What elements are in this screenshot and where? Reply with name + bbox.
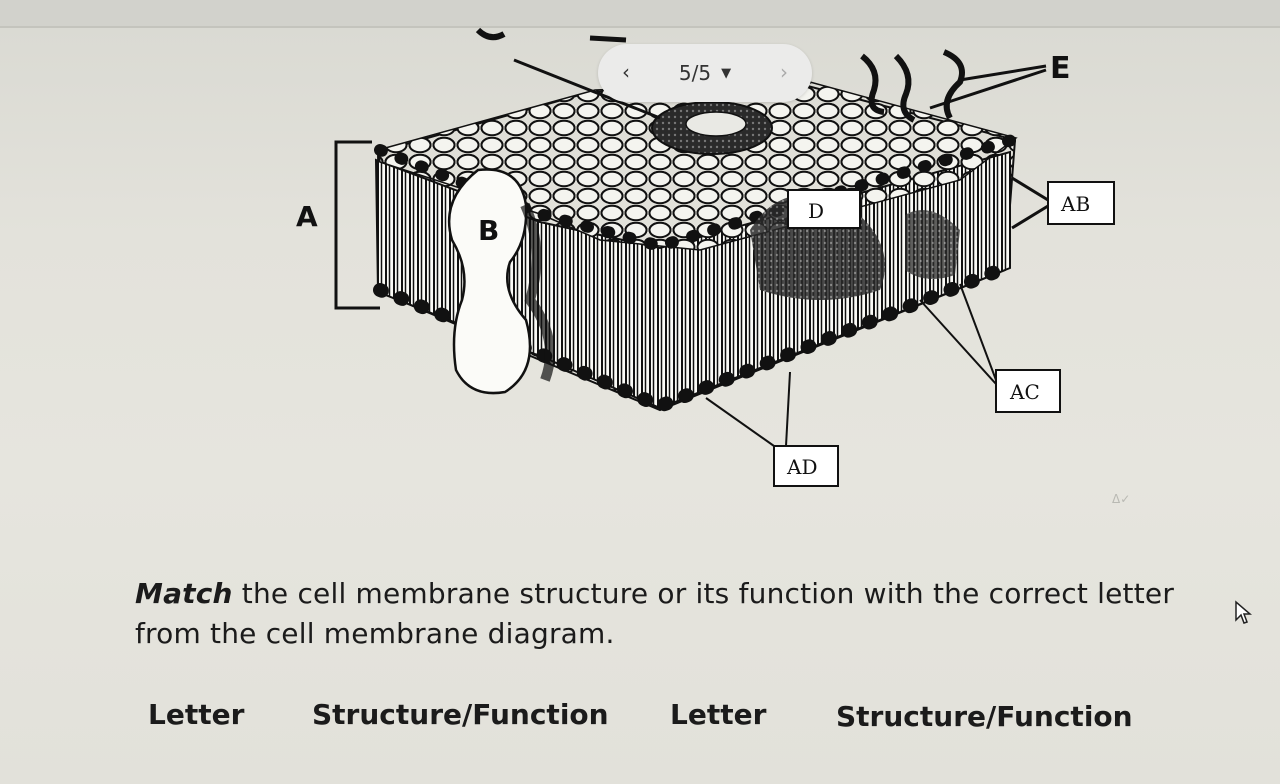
label-AB: AB: [1060, 192, 1090, 216]
chevron-left-icon[interactable]: ‹: [622, 60, 630, 84]
mouse-pointer-icon: [1235, 600, 1252, 624]
page-counter: 5/5: [678, 61, 712, 85]
label-box-AB: [1047, 181, 1115, 225]
page-selector[interactable]: 5/5 ▼: [679, 61, 731, 85]
faint-mark: Δ✓: [1112, 492, 1131, 506]
header-letter-2: Letter: [670, 698, 767, 731]
label-box-AC: [995, 369, 1061, 413]
label-box-D: [787, 189, 861, 229]
top-browser-strip: [0, 0, 1280, 28]
label-AD: AD: [786, 455, 817, 479]
label-A: A: [296, 200, 318, 233]
label-box-AD: [773, 445, 839, 487]
label-B: B: [478, 214, 499, 247]
header-structure-function-2: Structure/Function: [836, 700, 1133, 733]
question-body: the cell membrane structure or its funct…: [135, 577, 1175, 650]
header-letter-1: Letter: [148, 698, 245, 731]
label-E: E: [1050, 51, 1071, 86]
caret-down-icon: ▼: [721, 65, 732, 81]
question-text: Match the cell membrane structure or its…: [135, 574, 1215, 654]
page-navigator: ‹ 5/5 ▼ ›: [598, 44, 812, 102]
header-structure-function-1: Structure/Function: [312, 698, 609, 731]
chevron-right-icon[interactable]: ›: [780, 60, 788, 84]
label-AC: AC: [1009, 380, 1040, 404]
question-emphasis: Match: [135, 577, 233, 610]
label-D: D: [808, 199, 824, 223]
